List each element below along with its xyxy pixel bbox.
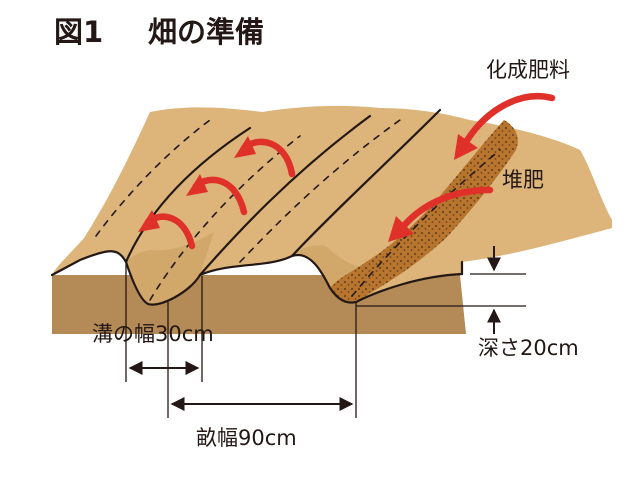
fertilizer-arrow-head — [454, 134, 478, 160]
soil-arrow-heads — [138, 136, 256, 232]
compost-label: 堆肥 — [502, 168, 544, 192]
furrow-dashes — [95, 119, 501, 301]
figure-number: 図1 — [54, 15, 104, 49]
ridge-width-label: 畝幅90cm — [196, 426, 297, 450]
chemical-fertilizer-label: 化成肥料 — [486, 58, 570, 82]
furrow-shade-left — [126, 232, 214, 305]
furrow-width-label: 溝の幅30cm — [92, 322, 214, 346]
dimension-guides — [125, 264, 526, 418]
compost-arrow-head — [388, 216, 414, 242]
figure-title: 畑の準備 — [148, 15, 265, 49]
depth-label: 深さ20cm — [478, 336, 579, 360]
input-arrows — [398, 93, 556, 232]
ridge-lines — [50, 108, 464, 306]
